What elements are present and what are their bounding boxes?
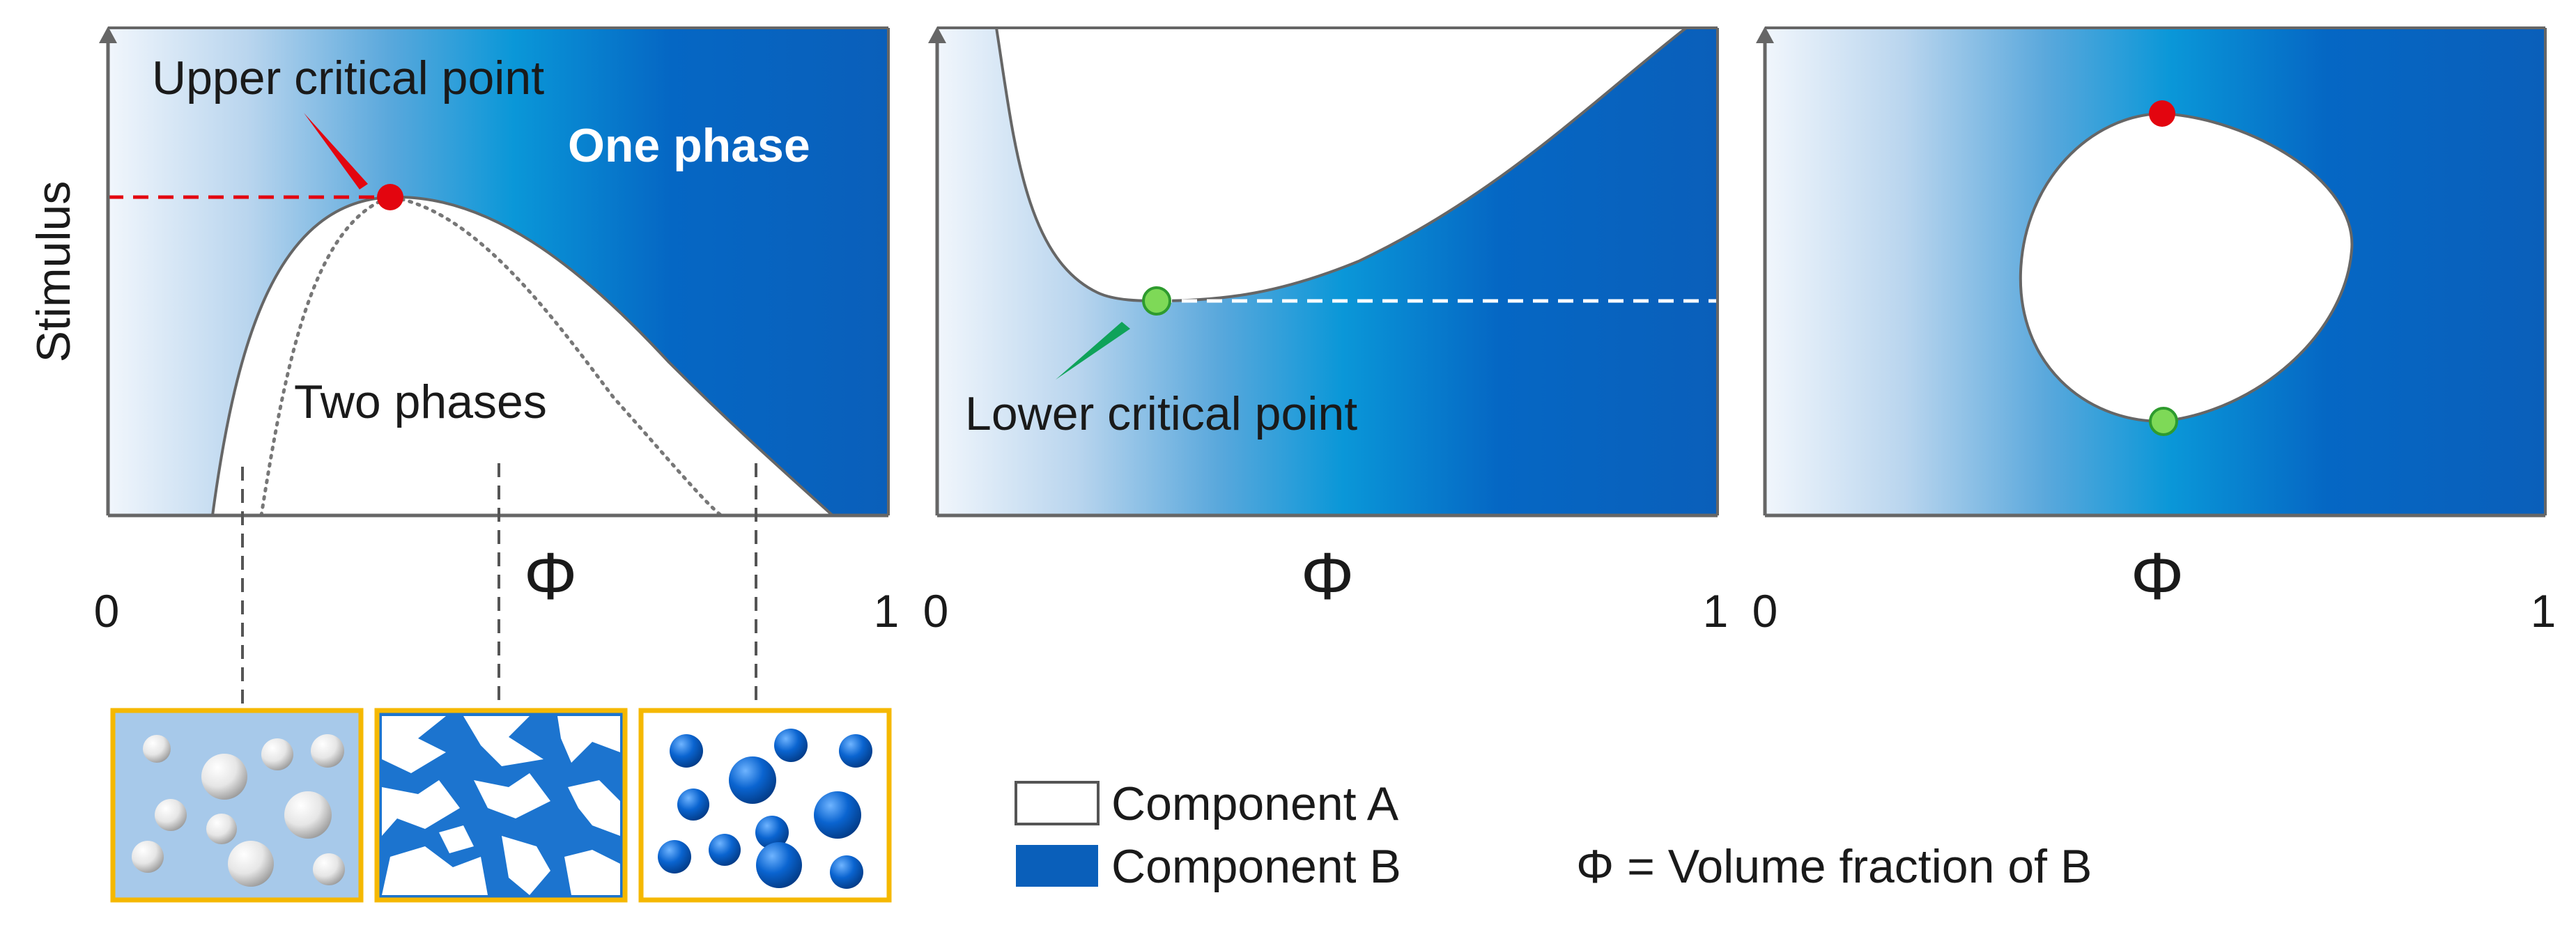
legend-swatch-component-a — [1015, 781, 1100, 825]
inset1-spheres — [132, 734, 345, 887]
panel3-tick-1: 1 — [2531, 585, 2556, 637]
panel3-phi-symbol: Φ — [2131, 539, 2184, 614]
y-axis-label: Stimulus — [27, 181, 80, 363]
panel3-upper-critical-point — [2149, 100, 2175, 127]
panel1-spinodal-curve — [259, 195, 723, 518]
panel2-tick-1: 1 — [1703, 585, 1729, 637]
two-phases-label: Two phases — [294, 375, 547, 428]
panel-upper-critical: Stimulus Upper critical point One phase … — [27, 26, 899, 704]
inset3-spheres — [658, 729, 872, 889]
legend-label-component-a: Component A — [1111, 777, 1399, 830]
inset-droplets-of-a — [110, 708, 364, 903]
panel2-tick-0: 0 — [923, 585, 949, 637]
lower-critical-point — [1142, 286, 1171, 316]
panel2-phi-symbol: Φ — [1301, 539, 1355, 614]
lower-critical-pointer — [1056, 322, 1130, 380]
panel-closed-loop: Φ 0 1 — [1752, 26, 2556, 637]
inset2-white-domains — [382, 716, 620, 895]
upper-critical-point — [377, 184, 403, 210]
legend-swatch-component-b — [1016, 845, 1098, 887]
inset-bicontinuous — [374, 708, 628, 903]
panel3-lower-critical-point — [2149, 407, 2178, 436]
panel3-tick-0: 0 — [1752, 585, 1778, 637]
one-phase-label: One phase — [568, 119, 810, 172]
panel1-y-arrow-icon — [99, 26, 117, 43]
lower-critical-label: Lower critical point — [965, 387, 1357, 440]
panel2-y-arrow-icon — [928, 26, 946, 43]
upper-critical-label: Upper critical point — [152, 52, 544, 104]
panel-lower-critical: Lower critical point Φ 0 1 — [923, 26, 1729, 637]
panel1-tick-0: 0 — [94, 585, 120, 637]
panel1-two-phase-region — [210, 195, 837, 517]
panel1-tick-1: 1 — [874, 585, 900, 637]
legend-label-component-b: Component B — [1111, 840, 1401, 893]
legend: Component A Component B Φ = Volume fract… — [1015, 777, 2092, 893]
inset-droplets-of-b — [638, 708, 892, 903]
panel1-phi-symbol: Φ — [524, 539, 578, 614]
upper-critical-pointer — [304, 113, 368, 189]
panel2-two-phase-region — [994, 26, 1690, 303]
panel3-y-arrow-icon — [1756, 26, 1774, 43]
phi-definition: Φ = Volume fraction of B — [1576, 840, 2092, 893]
